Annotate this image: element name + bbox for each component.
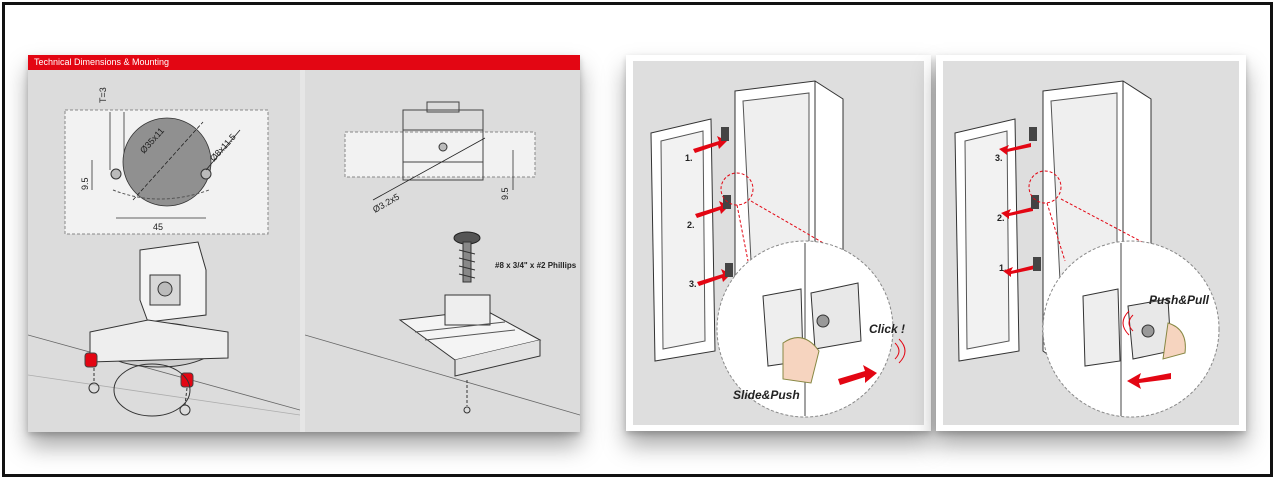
step-3-label: 3. (689, 279, 697, 289)
dim-h: 9.5 (80, 177, 90, 190)
screw-icon (453, 231, 481, 283)
step-2-label: 2. (997, 213, 1005, 223)
cup-dimensions-drawing: T=3 Ø35x11 Ø8x11.5 9.5 45 (27, 87, 301, 417)
arrow-right-icon (697, 269, 731, 286)
step-3-label: 3. (995, 153, 1003, 163)
arrow-left-icon (1003, 265, 1035, 277)
section-title: Technical Dimensions & Mounting (28, 55, 580, 70)
removal-drawing-area: 3. 2. 1. Push&Pull (943, 61, 1239, 425)
install-drawing: 1. 2. 3. Click ! Slide&Push (650, 80, 906, 418)
slide-push-label: Slide&Push (733, 388, 800, 402)
push-pull-label: Push&Pull (1149, 293, 1210, 307)
arrow-left-icon (1001, 207, 1033, 219)
arrow-left-icon (1127, 373, 1171, 389)
technical-dimensions-panel: Technical Dimensions & Mounting T=3 Ø35x… (27, 55, 581, 432)
click-label: Click ! (869, 322, 905, 336)
arrow-right-icon (838, 365, 877, 385)
hand-icon (1162, 322, 1186, 360)
removal-drawing: 3. 2. 1. Push&Pull (954, 80, 1220, 418)
dim-t: T=3 (98, 87, 108, 103)
removal-instructions-panel: 3. 2. 1. Push&Pull (936, 55, 1246, 431)
dim-screw-hole: Ø3.2x5 (371, 192, 401, 215)
plate-dimensions-view: Ø3.2x5 9.5 #8 x 3/4" x #2 Phillips (304, 70, 581, 432)
mounting-plate-illustration (398, 294, 542, 377)
sound-wave-icon (894, 342, 900, 360)
dim-v: 9.5 (500, 187, 510, 200)
step-1-label: 1. (685, 153, 693, 163)
step-1-label: 1. (999, 263, 1007, 273)
arrow-right-icon (693, 136, 727, 153)
plate-template (344, 131, 536, 178)
arrow-left-icon (999, 143, 1031, 155)
plate-dimensions-drawing: Ø3.2x5 9.5 #8 x 3/4" x #2 Phillips (304, 101, 581, 416)
dim-w: 45 (153, 222, 163, 232)
sound-wave-icon (1128, 314, 1134, 332)
hand-icon (782, 337, 820, 384)
hinge-cup-illustration (84, 241, 229, 388)
step-2-label: 2. (687, 220, 695, 230)
screw-label: #8 x 3/4" x #2 Phillips (495, 261, 577, 270)
install-drawing-area: 1. 2. 3. Click ! Slide&Push (633, 61, 924, 425)
cup-dimensions-view: T=3 Ø35x11 Ø8x11.5 9.5 45 (27, 70, 301, 432)
arrow-right-icon (695, 201, 729, 218)
install-instructions-panel: 1. 2. 3. Click ! Slide&Push (626, 55, 931, 431)
